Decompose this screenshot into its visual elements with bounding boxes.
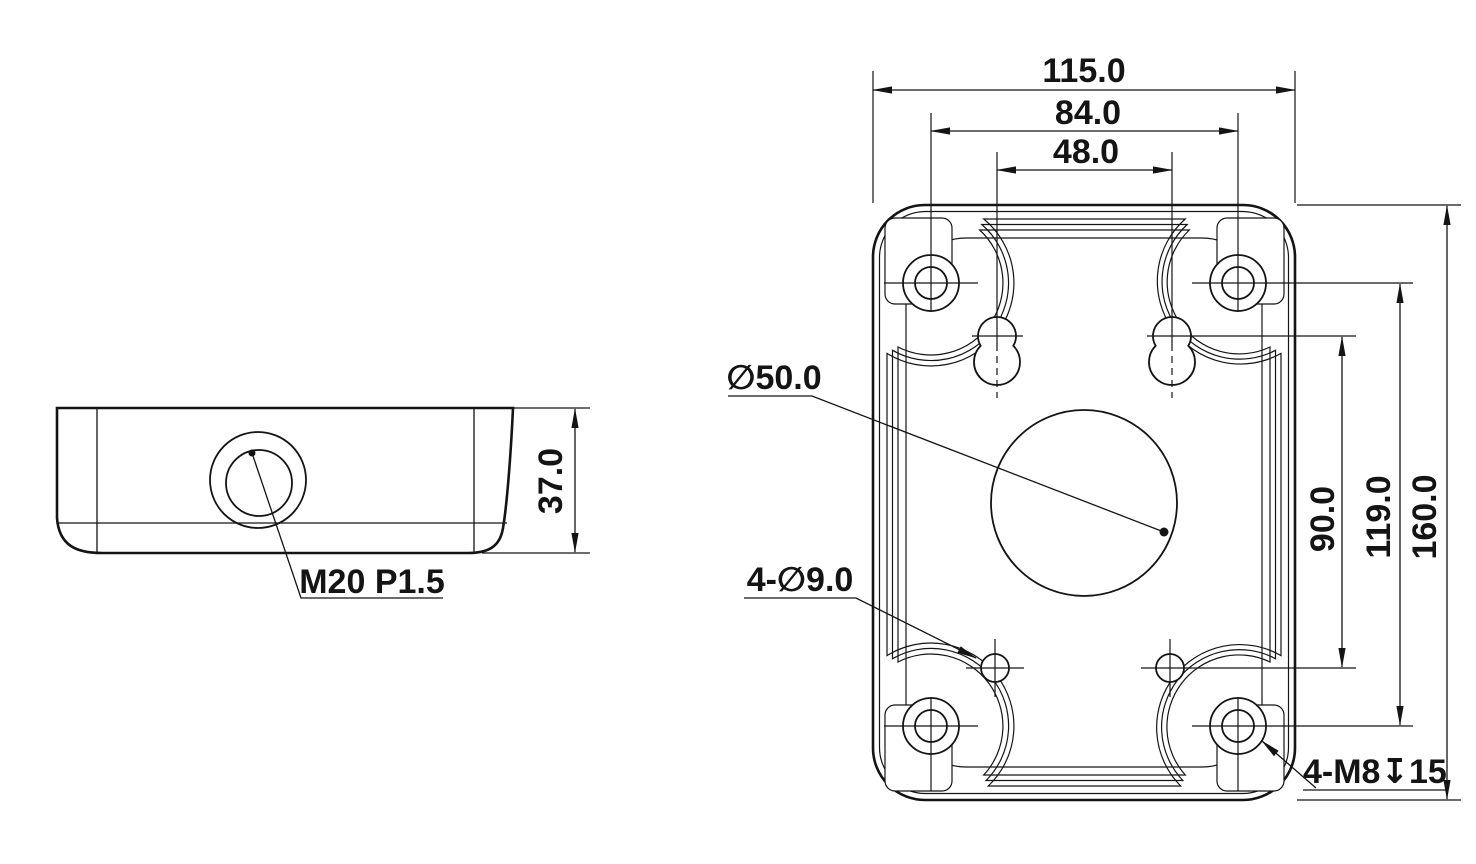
center-hole — [990, 409, 1178, 597]
dim-119: 119.0 — [1360, 283, 1404, 726]
front-outline-inner — [878, 210, 1290, 795]
keyhole-slot-left — [973, 316, 1021, 386]
gasket-groove-middle — [891, 223, 1277, 782]
center-hole-label: ∅50.0 — [726, 359, 821, 397]
keyhole-slot-right — [1148, 316, 1196, 386]
lid-recess-outline — [905, 237, 1263, 768]
corner-thread-label: 4-M8↧15 — [1303, 753, 1447, 791]
dim-48-label: 48.0 — [1053, 133, 1119, 171]
dim-90-label: 90.0 — [1304, 486, 1342, 552]
dim-160: 160.0 — [1406, 205, 1451, 800]
dim-115-label: 115.0 — [1042, 52, 1125, 90]
front-outline-outer — [871, 203, 1297, 802]
dim-90: 90.0 — [1304, 336, 1346, 668]
conduit-hole-outer — [209, 431, 307, 529]
dim-84-label: 84.0 — [1055, 94, 1121, 132]
small-holes-label: 4-∅9.0 — [747, 561, 854, 599]
dim-37-label: 37.0 — [532, 448, 570, 514]
corner-boss-top-left — [884, 217, 978, 312]
corner-boss-bottom-right — [1209, 697, 1285, 792]
center-hole-callout: ∅50.0 — [726, 359, 1169, 537]
dim-37: 37.0 — [468, 407, 590, 554]
conduit-hole-inner — [225, 449, 293, 517]
dim-115: 115.0 — [872, 52, 1296, 94]
corner-thread-leader — [1261, 740, 1317, 789]
dim-160-label: 160.0 — [1406, 474, 1444, 559]
side-view: M20 P1.5 37.0 — [55, 406, 590, 601]
extension-lines — [872, 71, 1461, 801]
small-holes-leader — [744, 597, 977, 659]
dim-84: 84.0 — [930, 94, 1239, 135]
thread-leader — [251, 452, 443, 599]
thread-label: M20 P1.5 — [299, 563, 445, 601]
corner-thread-callout: 4-M8↧15 — [1261, 740, 1447, 791]
gasket-groove-inner — [897, 229, 1271, 776]
gasket-groove-outer — [886, 218, 1282, 787]
front-view: 115.0 84.0 48.0 90.0 119.0 160.0 ∅50.0 — [726, 52, 1461, 802]
side-view-outline — [55, 406, 515, 555]
dim-119-label: 119.0 — [1360, 475, 1398, 558]
corner-boss-bottom-left — [884, 697, 978, 792]
corner-boss-top-right — [1209, 217, 1285, 312]
center-hole-leader-dot — [1159, 527, 1169, 537]
small-holes-callout: 4-∅9.0 — [744, 561, 977, 659]
center-hole-leader — [728, 395, 1165, 533]
dim-48: 48.0 — [996, 133, 1173, 174]
